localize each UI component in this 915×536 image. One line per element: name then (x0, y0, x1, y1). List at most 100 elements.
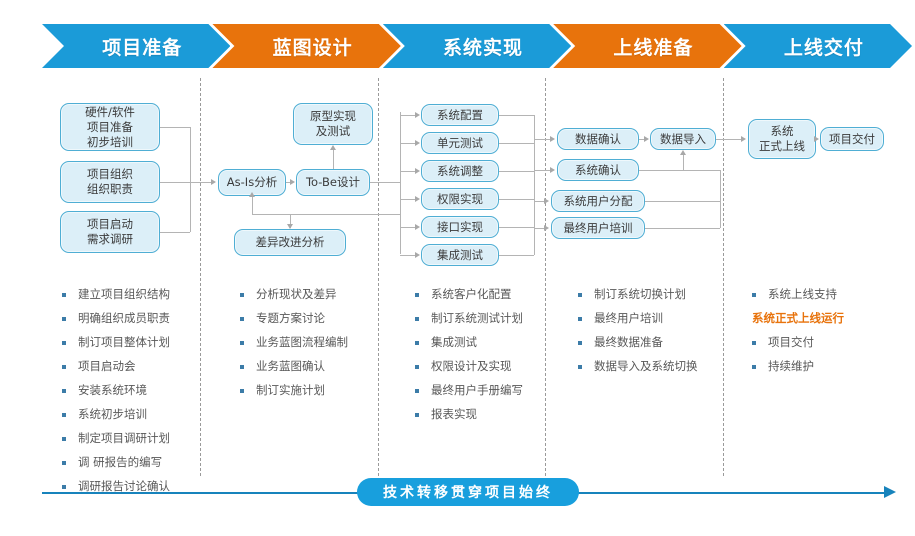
arrowhead-icon (415, 252, 420, 258)
bullet-icon (578, 317, 582, 321)
task-label: 最终数据准备 (594, 335, 663, 349)
task-item: 明确组织成员职责 (62, 312, 197, 325)
connector-line (499, 143, 534, 144)
connector-line (160, 182, 212, 183)
arrowhead-icon (249, 192, 255, 197)
connector-line (286, 182, 291, 183)
task-list-col2: 分析现状及差异 专题方案讨论 业务蓝图流程编制 业务蓝图确认 制订实施计划 (240, 288, 380, 408)
column-separator-3 (545, 78, 546, 476)
task-item: 调研报告讨论确认 (62, 480, 197, 493)
task-item: 报表实现 (415, 408, 565, 421)
bullet-icon (62, 293, 66, 297)
flow-box-system-adjust[interactable]: 系统调整 (421, 160, 499, 182)
flow-box-data-import[interactable]: 数据导入 (650, 128, 716, 150)
flow-box-gap-analysis[interactable]: 差异改进分析 (234, 229, 346, 256)
task-item: 系统初步培训 (62, 408, 197, 421)
bullet-icon (578, 365, 582, 369)
connector-line (683, 170, 720, 171)
flow-box-end-user-training[interactable]: 最终用户培训 (551, 217, 645, 239)
task-item: 项目启动会 (62, 360, 197, 373)
bullet-icon (415, 317, 419, 321)
arrowhead-icon (544, 225, 549, 231)
bullet-icon (415, 341, 419, 345)
connector-line (400, 115, 416, 116)
task-label: 制定项目调研计划 (78, 431, 170, 445)
flow-box-interface-impl[interactable]: 接口实现 (421, 216, 499, 238)
bullet-icon (415, 413, 419, 417)
flow-box-system-confirm[interactable]: 系统确认 (557, 159, 639, 181)
task-item: 持续维护 (752, 360, 902, 373)
flow-box-system-config[interactable]: 系统配置 (421, 104, 499, 126)
flow-box-project-organization[interactable]: 项目组织 组织职责 (60, 161, 160, 203)
task-item: 项目交付 (752, 336, 902, 349)
bullet-icon (415, 293, 419, 297)
column-separator-2 (378, 78, 379, 476)
column-separator-4 (723, 78, 724, 476)
flow-box-prototype-test[interactable]: 原型实现 及测试 (293, 103, 373, 145)
task-item: 制订实施计划 (240, 384, 380, 397)
task-item: 制定项目调研计划 (62, 432, 197, 445)
task-item: 权限设计及实现 (415, 360, 565, 373)
connector-line (499, 227, 534, 228)
flow-box-data-confirm[interactable]: 数据确认 (557, 128, 639, 150)
connector-line (252, 214, 400, 215)
phase-chevron-4[interactable]: 上线准备 (553, 24, 741, 68)
connector-line (499, 171, 534, 172)
flow-box-system-user-assign[interactable]: 系统用户分配 (551, 190, 645, 212)
task-label: 报表实现 (431, 407, 477, 421)
bullet-icon (578, 293, 582, 297)
phase-chevron-2[interactable]: 蓝图设计 (212, 24, 400, 68)
flow-box-permission-impl[interactable]: 权限实现 (421, 188, 499, 210)
task-label: 制订系统切换计划 (594, 287, 686, 301)
flow-box-unit-test[interactable]: 单元测试 (421, 132, 499, 154)
task-label: 安装系统环境 (78, 383, 147, 397)
task-label: 系统初步培训 (78, 407, 147, 421)
flow-box-project-kickoff[interactable]: 项目启动 需求调研 (60, 211, 160, 253)
connector-line (534, 115, 535, 255)
bullet-icon (240, 341, 244, 345)
flow-box-as-is-analysis[interactable]: As-Is分析 (218, 169, 286, 196)
task-item: 安装系统环境 (62, 384, 197, 397)
bullet-icon (415, 365, 419, 369)
connector-line (400, 143, 416, 144)
bullet-icon (415, 389, 419, 393)
task-item: 分析现状及差异 (240, 288, 380, 301)
flow-box-integration-test[interactable]: 集成测试 (421, 244, 499, 266)
task-label: 集成测试 (431, 335, 477, 349)
arrowhead-icon (550, 167, 555, 173)
arrowhead-icon (680, 150, 686, 155)
task-label: 系统正式上线运行 (752, 311, 844, 325)
phase-chevron-1[interactable]: 项目准备 (42, 24, 230, 68)
flow-box-system-golive[interactable]: 系统 正式上线 (748, 119, 816, 159)
task-label: 最终用户手册编写 (431, 383, 523, 397)
flow-box-hardware-software-prep[interactable]: 硬件/软件 项目准备 初步培训 (60, 103, 160, 151)
connector-line (400, 255, 416, 256)
task-label: 系统客户化配置 (431, 287, 512, 301)
arrowhead-icon (741, 136, 746, 142)
connector-line (639, 170, 720, 171)
phase-label-2: 蓝图设计 (272, 36, 353, 59)
phase-chevron-5[interactable]: 上线交付 (724, 24, 912, 68)
connector-line (252, 196, 253, 214)
task-label: 项目交付 (768, 335, 814, 349)
task-label: 制订系统测试计划 (431, 311, 523, 325)
phase-label-4: 上线准备 (613, 36, 694, 59)
arrowhead-icon (330, 145, 336, 150)
task-list-col3: 系统客户化配置 制订系统测试计划 集成测试 权限设计及实现 最终用户手册编写 报… (415, 288, 565, 432)
arrowhead-icon (211, 179, 216, 185)
connector-line (499, 199, 534, 200)
task-item: 专题方案讨论 (240, 312, 380, 325)
bullet-icon (62, 365, 66, 369)
task-list-col5: 系统上线支持 系统正式上线运行 项目交付 持续维护 (752, 288, 902, 384)
task-item: 业务蓝图流程编制 (240, 336, 380, 349)
bullet-icon (62, 485, 66, 489)
flow-box-project-delivery[interactable]: 项目交付 (820, 127, 884, 151)
arrowhead-icon (415, 168, 420, 174)
arrowhead-icon (544, 198, 549, 204)
task-label: 调 研报告的编写 (78, 455, 163, 469)
phase-label-1: 项目准备 (102, 36, 183, 59)
bullet-icon (752, 365, 756, 369)
flow-box-to-be-design[interactable]: To-Be设计 (296, 169, 370, 196)
connector-line (499, 115, 534, 116)
phase-chevron-3[interactable]: 系统实现 (383, 24, 571, 68)
